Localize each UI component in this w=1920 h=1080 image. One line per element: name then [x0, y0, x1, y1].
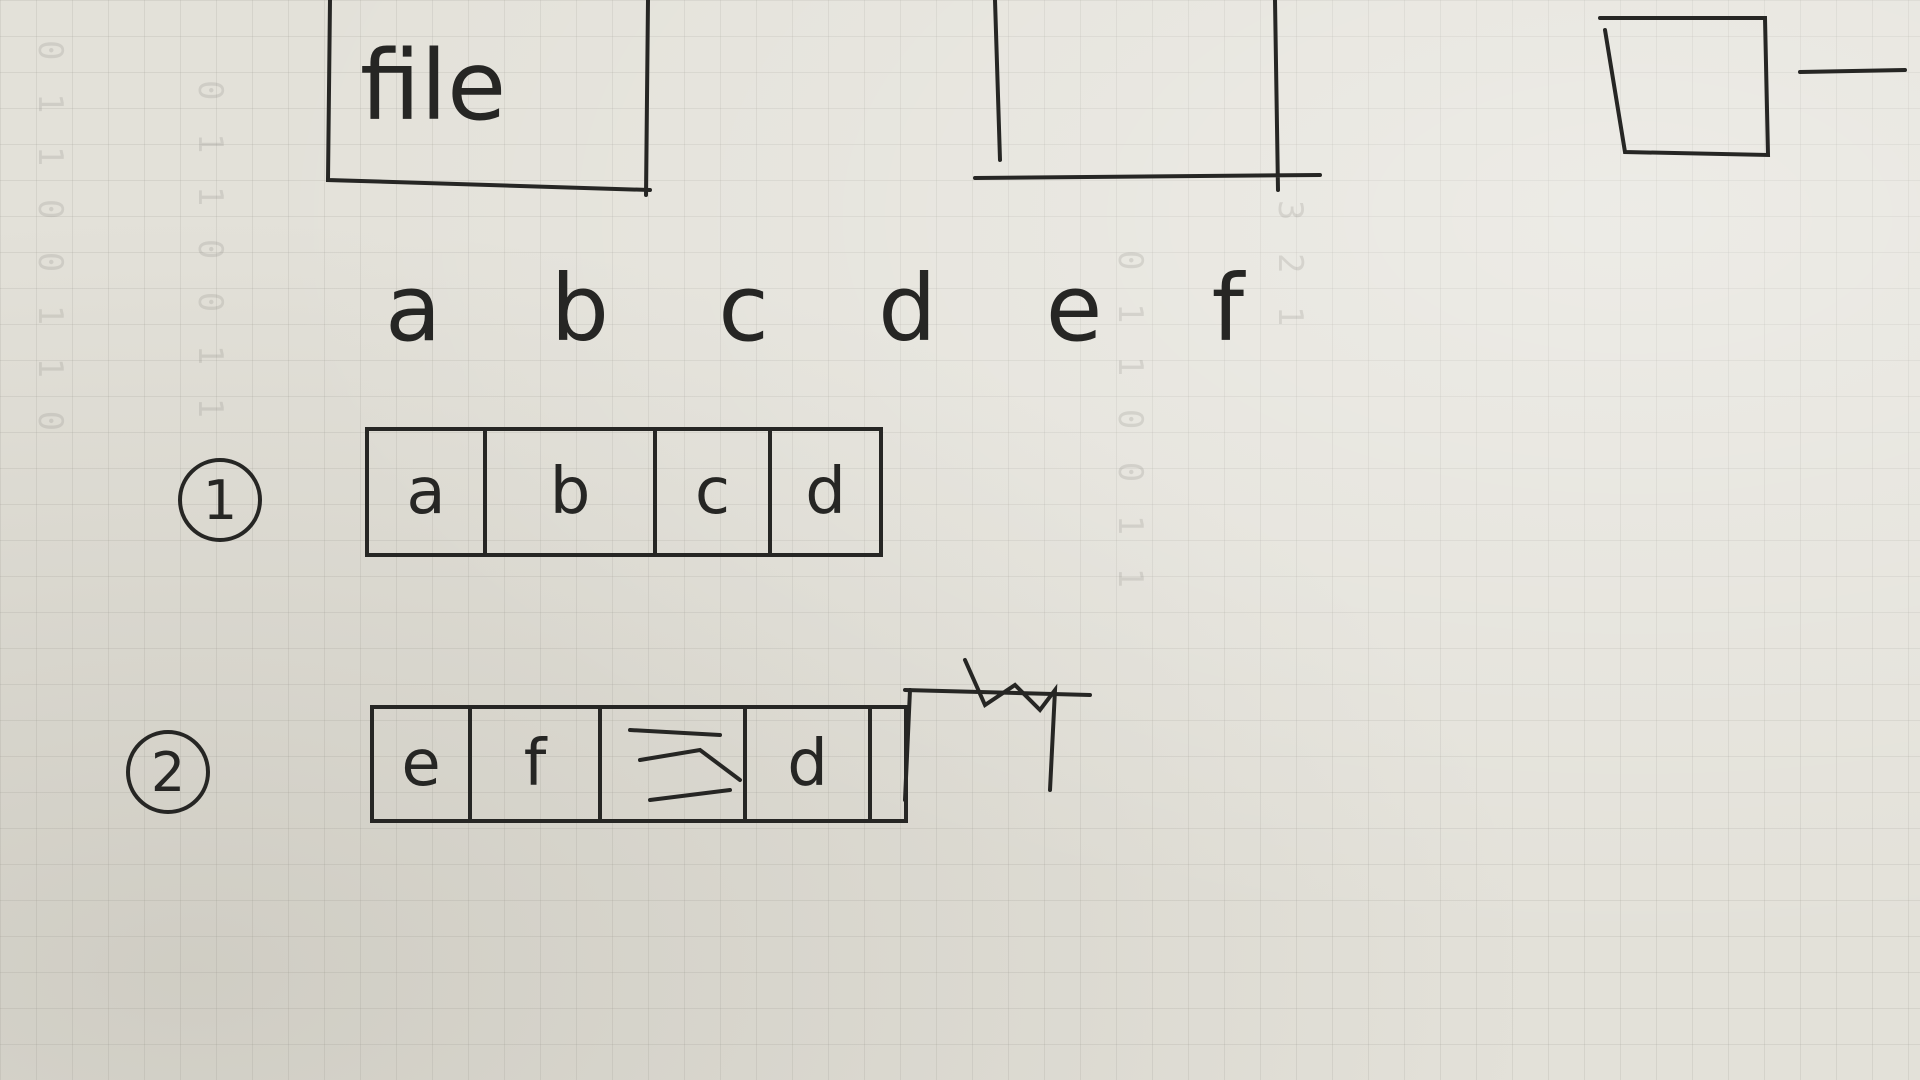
row2-cell: e	[370, 705, 468, 823]
letters-row: a b c d e f	[385, 255, 1284, 362]
file-label: file	[360, 30, 507, 142]
small-box-outline	[1598, 16, 1771, 158]
row2-top-extension	[903, 688, 1092, 697]
row1-cell: a	[365, 427, 483, 557]
row1-cell: d	[768, 427, 883, 557]
row2-cell: f	[468, 705, 598, 823]
scribble-mark	[903, 658, 1058, 802]
ghost-writing: 0 1 1 0 0 1 1 0	[30, 40, 70, 438]
row1-cell: c	[653, 427, 768, 557]
ghost-writing: 0 1 1 0 0 1 1	[1110, 250, 1150, 595]
crossed-out-scribble	[628, 728, 742, 802]
middle-box-outline	[973, 0, 1322, 192]
stub-line	[1798, 68, 1907, 74]
row2-marker: 2	[126, 730, 210, 814]
row2-marker-number: 2	[150, 740, 186, 804]
file-box-outline	[644, 0, 650, 197]
row2-cell: d	[743, 705, 868, 823]
ghost-writing: 3 2 1	[1270, 200, 1310, 333]
file-box-outline	[325, 0, 652, 192]
row2-cells: e f d	[370, 705, 908, 823]
ghost-writing: 0 1 1 0 0 1 1	[190, 80, 230, 425]
row1-cells: a b c d	[365, 427, 883, 557]
row1-marker-number: 1	[202, 468, 238, 532]
row1-marker: 1	[178, 458, 262, 542]
row2-cell	[868, 705, 908, 823]
row2-cell	[598, 705, 743, 823]
row1-cell: b	[483, 427, 653, 557]
